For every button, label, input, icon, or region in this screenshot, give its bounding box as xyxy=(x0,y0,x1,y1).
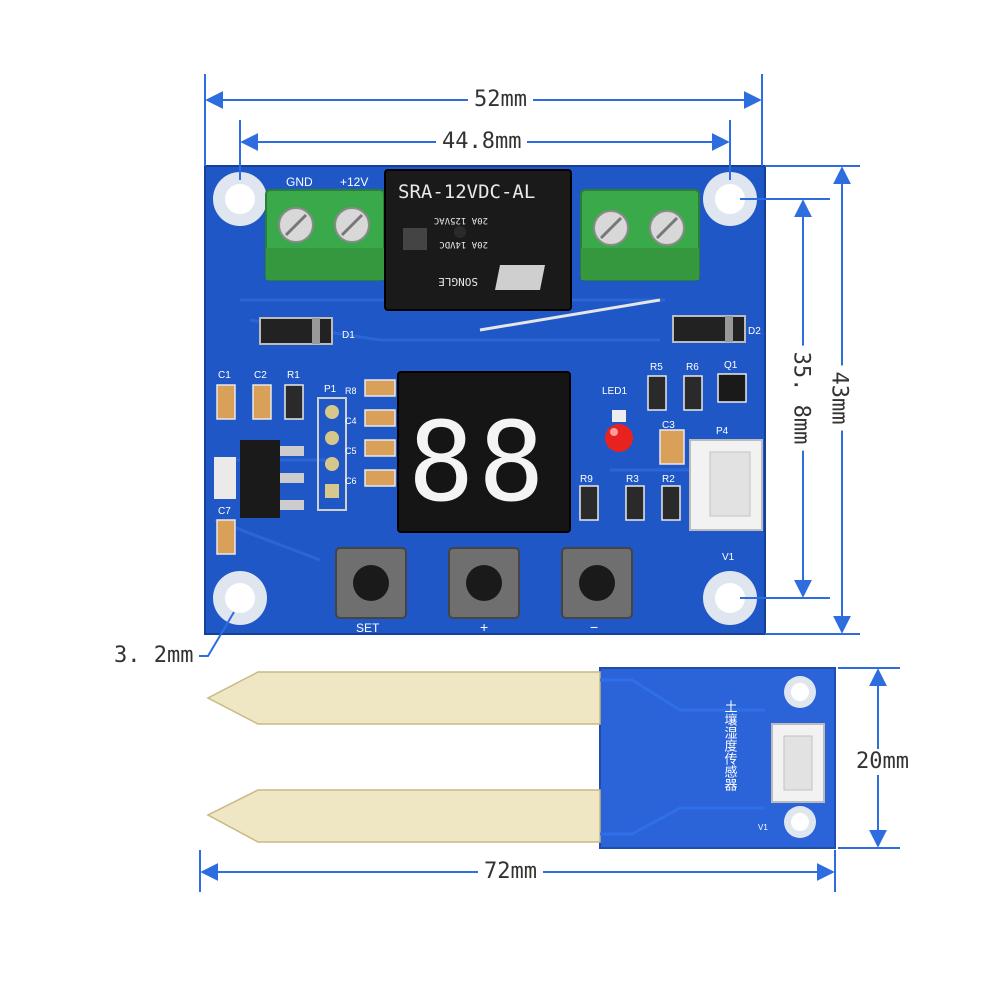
label-r1: R1 xyxy=(287,370,300,381)
probe-sensor-text: 土壤湿度传感器 xyxy=(723,700,738,792)
label-d2: D2 xyxy=(748,326,761,337)
relay-brand: SONGLE xyxy=(438,275,478,288)
button-label-plus: + xyxy=(480,619,488,635)
seven-segment-display xyxy=(397,371,571,533)
mounting-hole xyxy=(703,571,757,625)
label-r6: R6 xyxy=(686,362,699,373)
led1 xyxy=(605,410,633,452)
probe-silkscreen: 土壤湿度传感器 V1 xyxy=(723,700,769,832)
sensor-connector-p4 xyxy=(689,439,763,531)
board-silkscreen: GND +12V D1 D2 C1 C2 R1 P1 R8 C4 C5 C6 C… xyxy=(218,175,761,635)
label-c5: C5 xyxy=(345,446,357,456)
label-r8: R8 xyxy=(345,386,357,396)
relay-model: SRA-12VDC-AL xyxy=(398,181,535,203)
relay-rating-2: 20A 125VAC xyxy=(434,215,488,225)
label-p4: P4 xyxy=(716,426,729,437)
label-p1: P1 xyxy=(324,384,337,395)
button-label-set: SET xyxy=(356,621,380,635)
header-p1 xyxy=(317,397,347,511)
terminal-label-gnd: GND xyxy=(286,175,313,189)
label-r9: R9 xyxy=(580,474,593,485)
push-button-minus xyxy=(561,547,633,619)
display-digits: 88 xyxy=(408,398,548,526)
voltage-regulator xyxy=(214,440,304,518)
dim-hole-vertical: 35. 8mm xyxy=(787,345,814,451)
label-led1: LED1 xyxy=(602,386,627,397)
power-terminal-block xyxy=(265,189,385,281)
push-button-plus xyxy=(448,547,520,619)
dim-probe-width: 20mm xyxy=(850,749,915,775)
button-label-minus: − xyxy=(590,619,598,635)
relay-markings: SRA-12VDC-AL 20A 14VDC 20A 125VAC SONGLE xyxy=(398,181,535,288)
relay xyxy=(384,169,572,311)
label-r2: R2 xyxy=(662,474,675,485)
label-c1: C1 xyxy=(218,370,231,381)
dim-probe-length: 72mm xyxy=(478,859,543,885)
label-c4: C4 xyxy=(345,416,357,426)
label-c6: C6 xyxy=(345,476,357,486)
push-button-set xyxy=(335,547,407,619)
terminal-label-12v: +12V xyxy=(340,175,368,189)
dim-board-height: 43mm xyxy=(825,365,852,431)
mounting-hole xyxy=(213,172,267,226)
label-c2: C2 xyxy=(254,370,267,381)
label-c7: C7 xyxy=(218,506,231,517)
label-r5: R5 xyxy=(650,362,663,373)
smd-components xyxy=(216,373,747,555)
dim-hole-diameter: 3. 2mm xyxy=(108,643,200,669)
relay-rating-1: 20A 14VDC xyxy=(439,239,488,249)
dim-board-width: 52mm xyxy=(468,87,533,113)
relay-board xyxy=(204,165,766,635)
mounting-hole xyxy=(703,172,757,226)
label-d1: D1 xyxy=(342,330,355,341)
diode-d1 xyxy=(259,317,333,345)
label-r3: R3 xyxy=(626,474,639,485)
probe-pin-label: V1 xyxy=(758,823,768,832)
relay-output-terminal-block xyxy=(580,189,700,281)
mounting-hole xyxy=(213,571,267,625)
label-c3: C3 xyxy=(662,420,675,431)
diode-d2 xyxy=(672,315,746,343)
label-q1: Q1 xyxy=(724,360,738,371)
label-v1: V1 xyxy=(722,552,735,563)
soil-moisture-probe xyxy=(206,667,836,849)
dim-hole-spacing: 44.8mm xyxy=(436,129,528,155)
